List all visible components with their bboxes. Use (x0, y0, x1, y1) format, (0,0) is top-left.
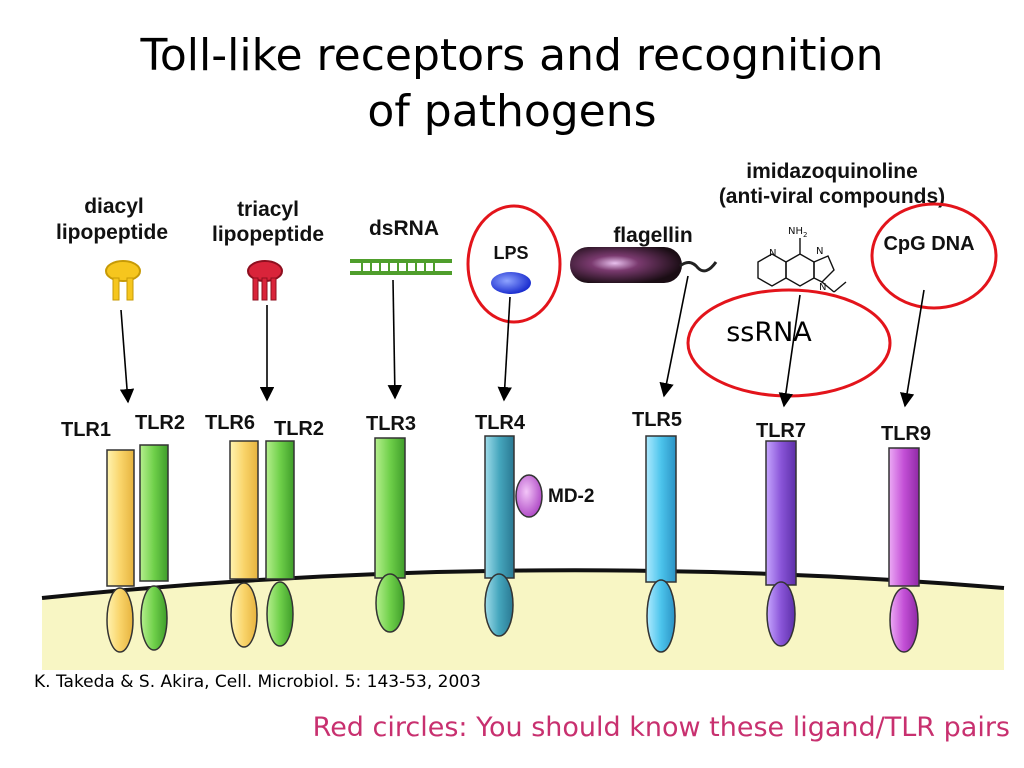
receptor-tlr9 (888, 447, 920, 653)
nh2-text: NH (788, 226, 803, 237)
label-tlr4: TLR4 (475, 412, 526, 434)
arrow-lps-to-tlr4 (497, 296, 512, 402)
label-ssrna: ssRNA (726, 317, 812, 348)
dsrna-icon (350, 259, 452, 275)
receptor-tlr1 (106, 449, 135, 653)
label-imidazo-line2: (anti-viral compounds) (719, 185, 945, 208)
membrane-edge (41, 568, 1005, 600)
receptor-tlr7 (765, 440, 797, 647)
label-tlr2-b: TLR2 (274, 418, 324, 440)
label-lps: LPS (493, 243, 528, 263)
arrow-dsrna-to-tlr3 (387, 279, 402, 400)
receptor-tlr3 (374, 437, 406, 633)
arrows (119, 275, 925, 408)
md2-icon (515, 474, 543, 518)
label-md2: MD-2 (548, 486, 594, 507)
imidazoquinoline-structure-icon (757, 238, 847, 293)
highlight-circle-lps (466, 204, 562, 324)
arrow-diacyl-to-tlr1 (119, 309, 135, 404)
receptor-tlr4 (484, 435, 515, 637)
receptor-tlr6 (229, 440, 259, 648)
receptor-tlr2-b (265, 440, 295, 647)
diacyl-lipopeptide-icon (105, 260, 141, 301)
label-tlr9: TLR9 (881, 423, 931, 445)
label-tlr6: TLR6 (205, 412, 255, 434)
label-triacyl-line2: lipopeptide (212, 223, 324, 246)
title-line-1: Toll-like receptors and recognition (140, 30, 884, 81)
label-triacyl-line1: triacyl (237, 198, 299, 221)
label-dsrna: dsRNA (369, 217, 439, 240)
label-imidazo-line1: imidazoquinoline (746, 160, 918, 183)
label-tlr3: TLR3 (366, 413, 416, 435)
label-tlr7: TLR7 (756, 420, 806, 442)
label-diacyl-line2: lipopeptide (56, 221, 168, 244)
arrow-cpg-to-tlr9 (899, 289, 925, 408)
flagellin-bacterium-icon (570, 247, 718, 283)
receptor-tlr5 (645, 435, 677, 653)
label-flagellin: flagellin (613, 224, 692, 247)
arrow-flagellin-to-tlr5 (659, 275, 689, 398)
arrow-imidazo-to-tlr7 (778, 294, 801, 408)
slide-title: Toll-like receptors and recognition of p… (0, 28, 1024, 140)
imidazo-nh2-label: NH2 (788, 226, 807, 239)
imidazo-atom-n2: N (816, 246, 823, 257)
triacyl-lipopeptide-icon (247, 260, 283, 301)
imidazo-atom-n3: N (819, 282, 826, 293)
label-tlr5: TLR5 (632, 409, 682, 431)
footer-note: Red circles: You should know these ligan… (312, 712, 1010, 743)
label-cpg: CpG DNA (883, 233, 974, 255)
imidazo-atom-n1: N (769, 248, 776, 259)
citation: K. Takeda & S. Akira, Cell. Microbiol. 5… (34, 672, 481, 692)
label-tlr1: TLR1 (61, 419, 111, 441)
title-line-2: of pathogens (367, 86, 657, 137)
label-diacyl-line1: diacyl (84, 195, 144, 218)
lps-icon (491, 272, 531, 294)
receptor-tlr2-a (139, 444, 169, 651)
label-tlr2-a: TLR2 (135, 412, 185, 434)
highlight-circle-cpg (870, 202, 998, 310)
nh2-subscript: 2 (803, 231, 807, 239)
